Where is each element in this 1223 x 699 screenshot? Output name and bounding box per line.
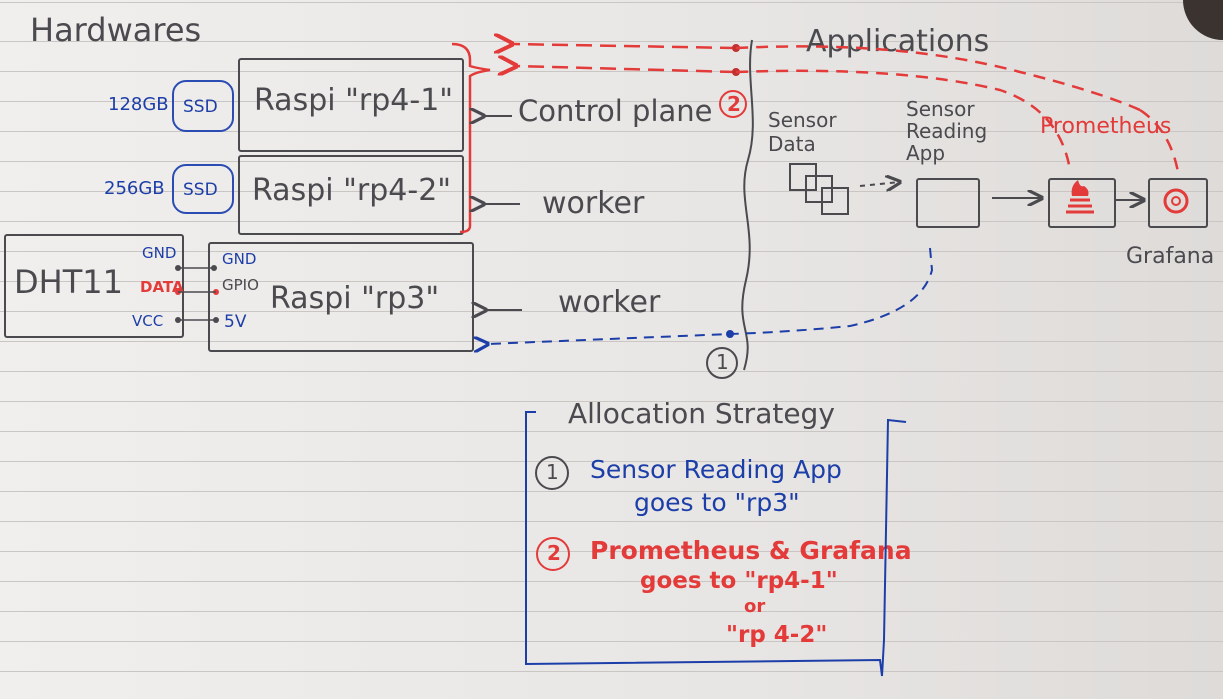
raspi-rp4-1-label: Raspi "rp4-1" xyxy=(254,83,454,118)
raspi-node-box xyxy=(238,58,464,152)
strategy-item2-line4: "rp 4-2" xyxy=(726,622,828,648)
disk-size-rp4-1: 128GB xyxy=(108,94,169,115)
sensor-data-label: Sensor Data xyxy=(768,108,837,156)
rpi-pin-gnd: GND xyxy=(222,250,257,268)
red-dashed-line xyxy=(735,69,1072,171)
strategy-frame xyxy=(525,411,907,677)
sensor-reading-label: Sensor Reading App xyxy=(906,97,988,165)
strategy-num-2: 2 xyxy=(547,541,561,565)
rpi-pin-gpio: GPIO xyxy=(222,276,259,294)
raspi-rp3-label: Raspi "rp3" xyxy=(270,281,440,316)
dotted-arrow xyxy=(859,182,900,186)
role-control-plane: Control plane xyxy=(518,94,713,128)
strategy-item2-or: or xyxy=(744,596,766,617)
dht11-sensor-box xyxy=(4,234,184,338)
marker-one: 1 xyxy=(716,350,729,374)
grafana-label: Grafana xyxy=(1126,244,1215,269)
blue-dashed-arrow xyxy=(488,247,934,344)
sensor-wiring xyxy=(175,265,219,323)
ssd-icon xyxy=(172,80,234,132)
dht11-pin-vcc: VCC xyxy=(132,312,164,330)
disk-type-rp4-2: SSD xyxy=(183,180,218,200)
dht11-pin-gnd: GND xyxy=(142,244,177,262)
red-dashed-line xyxy=(735,45,1141,112)
sensor-reading-app-box xyxy=(916,178,980,228)
role-worker-rp4-2: worker xyxy=(542,186,645,221)
disk-type-rp4-1: SSD xyxy=(183,97,218,117)
strategy-title: Allocation Strategy xyxy=(568,397,835,430)
raspi-rp4-2-label: Raspi "rp4-2" xyxy=(252,173,452,208)
raspi-node-box xyxy=(238,155,464,235)
strategy-circle-2 xyxy=(536,537,570,571)
strategy-item1-line2: goes to "rp3" xyxy=(634,488,800,517)
grafana-box xyxy=(1148,178,1208,228)
strategy-num-1: 1 xyxy=(546,460,559,484)
marker-one-circle xyxy=(706,347,738,379)
hardwares-title: Hardwares xyxy=(30,11,202,49)
raspi-node-box xyxy=(208,242,474,352)
red-dashed-arrow xyxy=(516,66,737,72)
red-bracket xyxy=(451,42,491,234)
prometheus-label: Prometheus xyxy=(1040,114,1172,139)
strategy-circle-1 xyxy=(535,456,569,490)
ssd-icon xyxy=(172,164,234,214)
dht11-pin-data: DATA xyxy=(140,278,184,296)
sensor-data-icon xyxy=(821,187,849,215)
grafana-logo-icon xyxy=(1163,188,1189,214)
strategy-item2-line2: goes to "rp4-1" xyxy=(640,568,838,594)
blue-dot xyxy=(726,330,734,338)
disk-size-rp4-2: 256GB xyxy=(104,178,165,199)
marker-two-circle xyxy=(719,90,747,118)
red-dashed-line xyxy=(1139,108,1180,173)
divider-line xyxy=(741,39,754,371)
rpi-pin-5v: 5V xyxy=(224,312,247,332)
prometheus-flame-icon xyxy=(1066,180,1094,214)
strategy-item1-line1: Sensor Reading App xyxy=(590,455,842,484)
prometheus-box xyxy=(1048,178,1116,228)
strategy-item2-line1: Prometheus & Grafana xyxy=(590,536,912,565)
role-worker-rp3: worker xyxy=(558,285,661,320)
marker-two: 2 xyxy=(727,92,741,116)
red-dashed-arrow xyxy=(512,44,737,48)
dht11-label: DHT11 xyxy=(14,263,123,301)
